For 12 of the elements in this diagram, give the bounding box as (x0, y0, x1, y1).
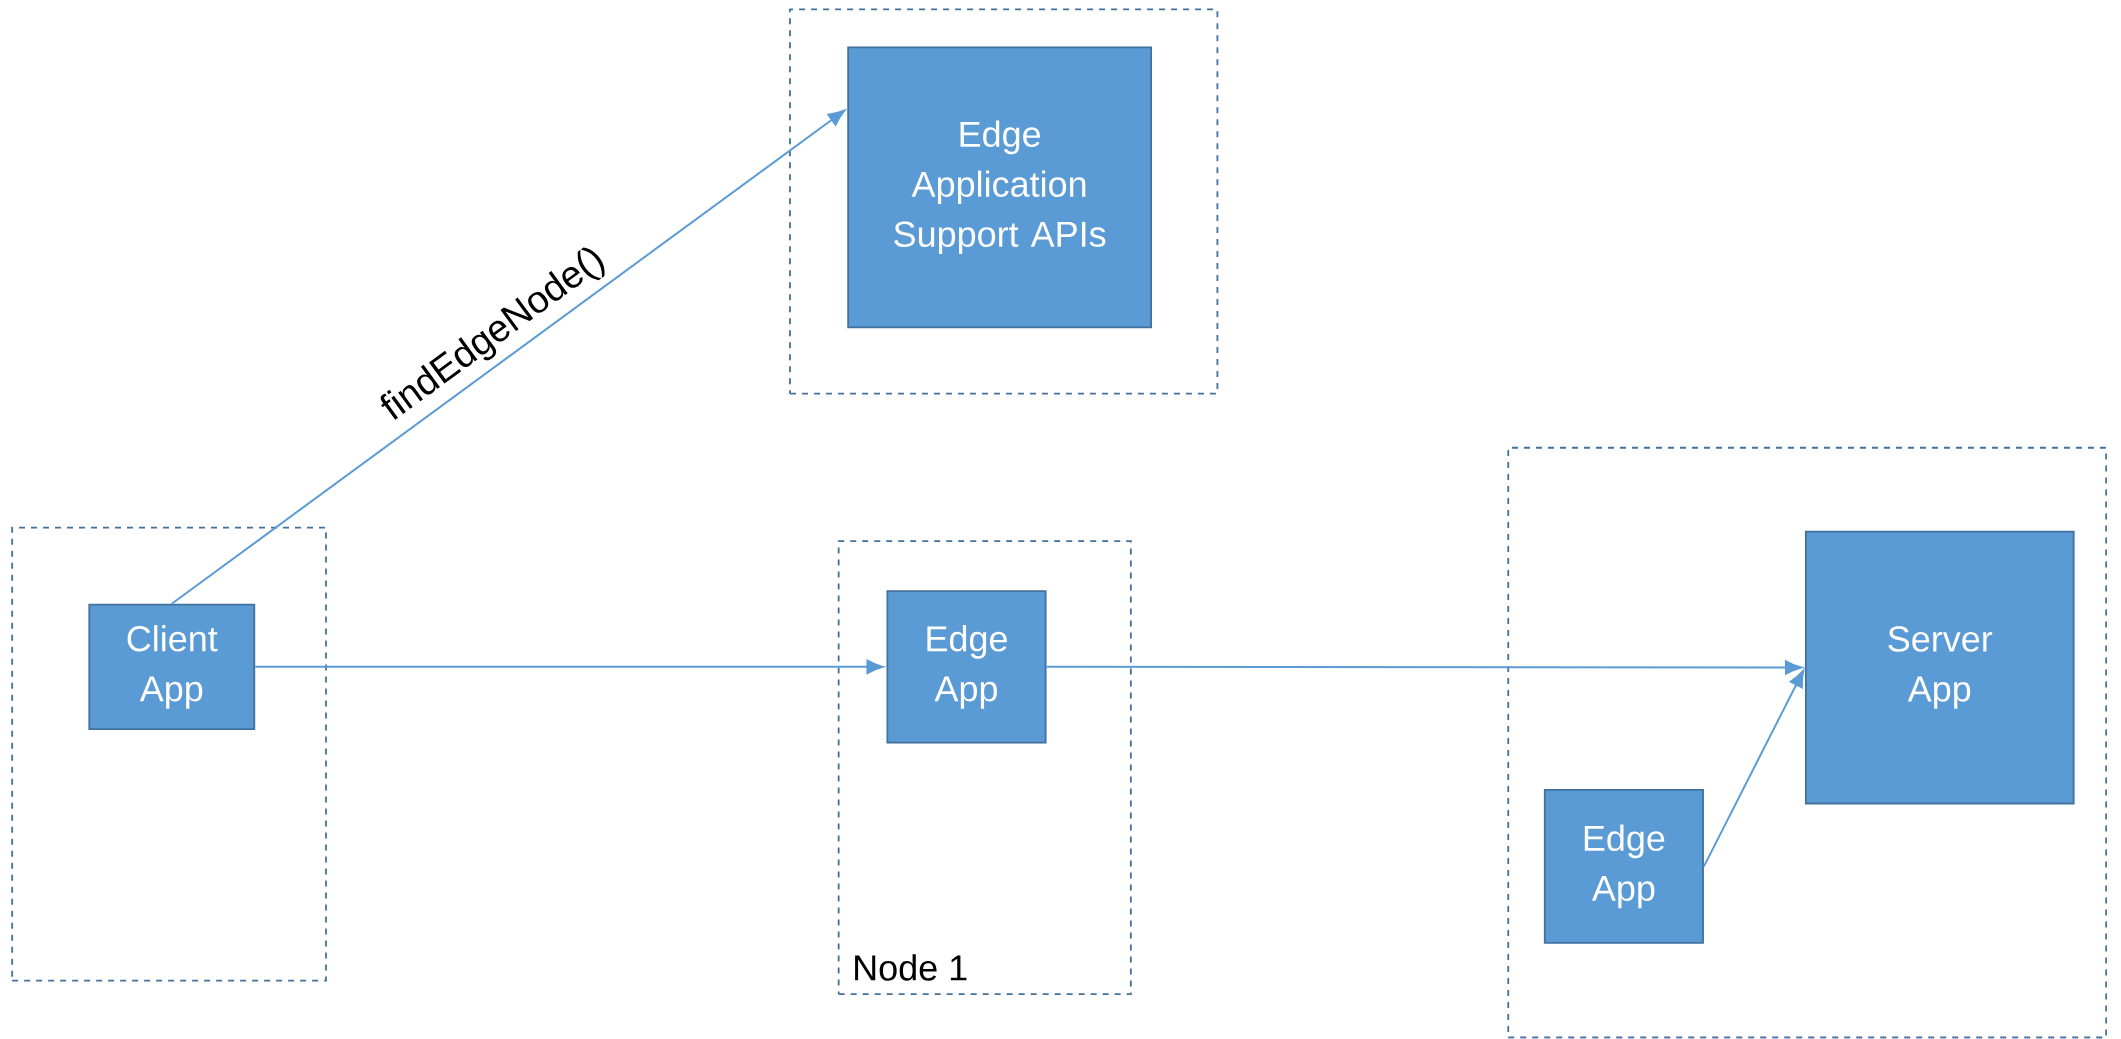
arrow (1702, 670, 1805, 868)
process-box: Edge Application Support APIs (847, 46, 1153, 329)
dashed-frame (11, 526, 327, 982)
process-box: Client App (88, 603, 256, 731)
arrow (170, 109, 846, 605)
process-box: Edge App (1543, 789, 1704, 944)
dashed-frame (789, 8, 1219, 395)
dashed-frame (1507, 446, 2108, 1039)
arrow (254, 659, 884, 675)
arrow (1045, 660, 1803, 675)
process-box: Edge App (886, 590, 1047, 744)
process-box: Server App (1804, 530, 2075, 805)
